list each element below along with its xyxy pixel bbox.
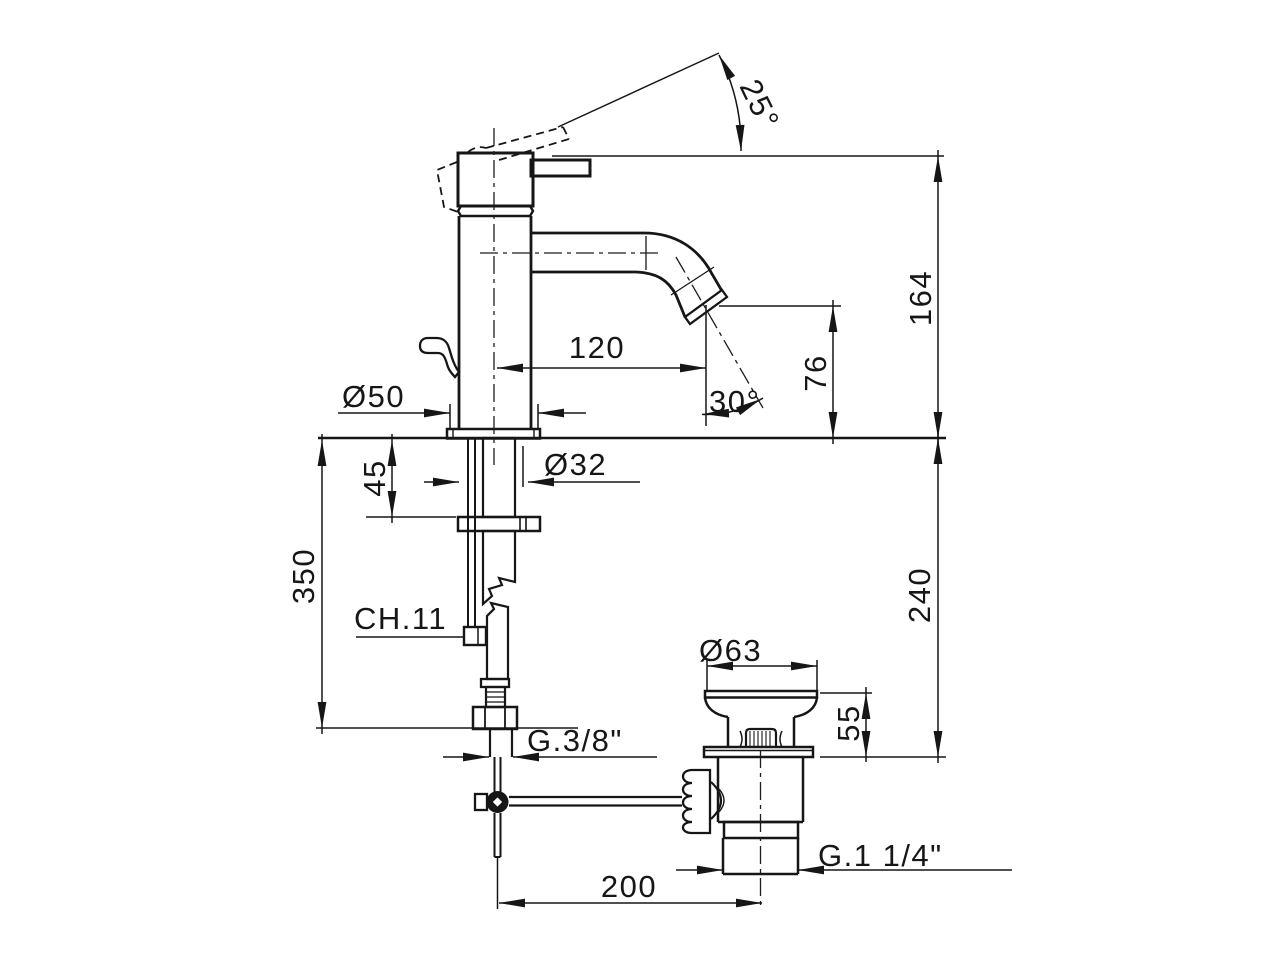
spout: [531, 231, 729, 326]
waste-assembly: [681, 689, 819, 876]
arrowhead: [933, 156, 943, 182]
arrowhead: [499, 898, 525, 908]
lever-raised-dashed: [435, 126, 570, 214]
arrowhead: [317, 702, 327, 728]
arrowhead: [387, 440, 397, 466]
dim-label-g114: G.1 1/4": [818, 838, 943, 873]
dim-label-240: 240: [902, 567, 937, 623]
dim-label-dia-63: Ø63: [699, 633, 762, 668]
arrowhead: [828, 412, 838, 438]
ext-63: [706, 660, 818, 690]
arrowhead: [798, 865, 824, 875]
mixer-head: [456, 151, 535, 218]
dim-label-350: 350: [286, 548, 321, 604]
arrowhead: [697, 865, 723, 875]
dim-label-reach-120: 120: [569, 330, 625, 365]
arrowhead: [424, 408, 450, 418]
pop-up-knob: [418, 336, 461, 379]
arrowhead: [513, 752, 539, 762]
arrowhead: [528, 477, 554, 487]
rod-hex-fitting: [462, 625, 488, 647]
ext-50: [449, 404, 539, 429]
dimension-labels: 25° 164 120 76 30° Ø50 Ø32 45 350 CH.11 …: [286, 74, 943, 904]
arrowhead: [433, 477, 459, 487]
arrowhead: [735, 124, 745, 151]
arrowhead: [719, 55, 736, 81]
dimension-arrows: [317, 55, 943, 908]
dim-label-45: 45: [357, 459, 392, 496]
arrowhead: [538, 408, 564, 418]
pop-up-rod-linkage: [473, 757, 682, 858]
dim-label-dia-50: Ø50: [342, 379, 405, 414]
arrowhead: [680, 363, 706, 373]
arrowhead: [933, 438, 943, 464]
arrowhead: [463, 752, 489, 762]
arrowhead: [703, 408, 730, 418]
arrowhead: [933, 731, 943, 757]
lever-handle: [529, 158, 592, 178]
dim-label-height-164: 164: [903, 270, 938, 326]
dim-label-g38: G.3/8": [527, 723, 623, 758]
arrowhead: [791, 661, 817, 671]
arrowhead: [736, 898, 762, 908]
arrowhead: [828, 306, 838, 332]
dim-label-55: 55: [831, 704, 866, 741]
arrowhead: [861, 693, 871, 719]
dimension-lines: [316, 52, 1012, 909]
dim-label-dia-32: Ø32: [544, 447, 607, 482]
arrowhead: [317, 440, 327, 466]
arrowhead: [933, 412, 943, 438]
dim-label-spout-angle: 30°: [709, 384, 760, 419]
dim-label-ch11: CH.11: [354, 601, 447, 636]
shank-and-hose: [456, 436, 542, 757]
arrowhead: [707, 661, 733, 671]
centerlines: [480, 128, 764, 906]
dim-label-height-76: 76: [798, 354, 833, 391]
arrowhead: [387, 491, 397, 517]
arrowhead: [497, 363, 523, 373]
arrowhead: [861, 731, 871, 757]
mixer-body: [457, 216, 533, 429]
dim-handle-incline: [557, 52, 720, 128]
dim-label-200: 200: [601, 869, 657, 904]
arrowhead: [735, 399, 761, 416]
